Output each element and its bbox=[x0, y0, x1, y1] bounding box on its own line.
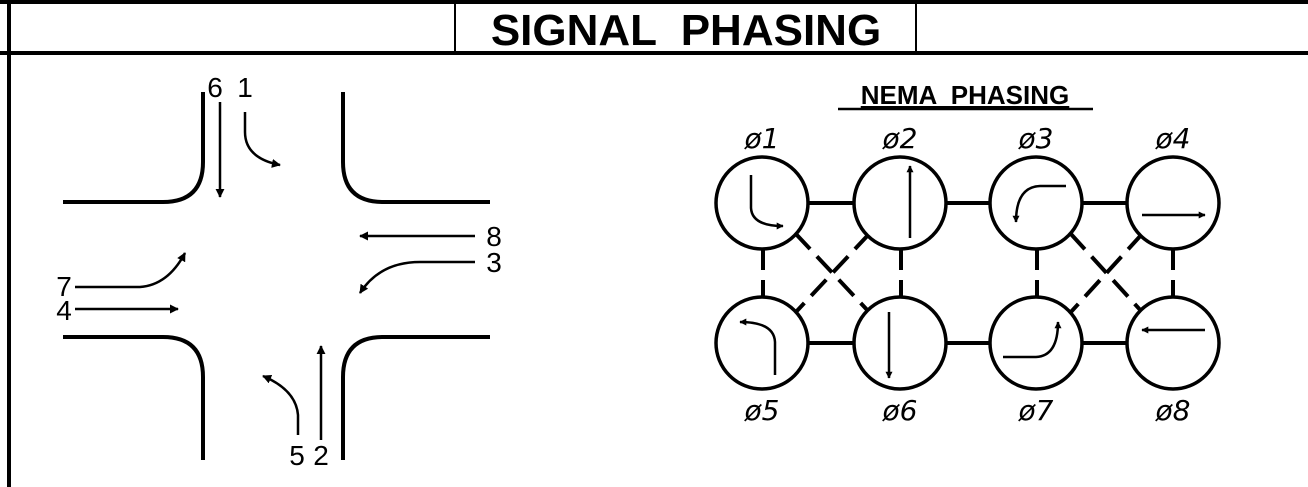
phase-circle-4 bbox=[1125, 155, 1221, 251]
nema-title: NEMA PHASING bbox=[861, 80, 1070, 110]
phase-label-7: ø7 bbox=[1018, 394, 1054, 427]
phase-1-left-turn-arrow bbox=[749, 175, 784, 230]
phase-label-3: ø3 bbox=[1018, 122, 1054, 155]
phase-label-6: ø6 bbox=[882, 394, 918, 427]
phase-7-left-turn-arrow bbox=[1003, 321, 1062, 359]
movement-number-8: 8 bbox=[486, 221, 502, 252]
phase-3-left-turn-arrow bbox=[1012, 184, 1066, 223]
phase-circle-2 bbox=[852, 155, 948, 251]
movement-number-6: 6 bbox=[207, 72, 223, 103]
phase-circle-8 bbox=[1125, 295, 1221, 391]
movement-arrows bbox=[75, 102, 475, 440]
arrow-movement-5 bbox=[262, 374, 300, 435]
movement-number-1: 1 bbox=[237, 72, 253, 103]
nema-connections bbox=[761, 201, 1175, 345]
arrow-movement-7 bbox=[75, 252, 187, 289]
movement-number-2: 2 bbox=[313, 440, 329, 471]
movement-number-5: 5 bbox=[289, 440, 305, 471]
movement-number-4: 4 bbox=[56, 295, 72, 326]
phase-label-8: ø8 bbox=[1155, 394, 1191, 427]
phase-circle-1 bbox=[714, 155, 810, 251]
phase-circle-3 bbox=[988, 155, 1084, 251]
phase-5-left-turn-arrow bbox=[739, 318, 777, 375]
movement-number-3: 3 bbox=[486, 247, 502, 278]
phase-label-1: ø1 bbox=[744, 122, 780, 155]
phase-circle-5 bbox=[714, 295, 810, 391]
arrow-movement-1 bbox=[243, 112, 281, 168]
phase-label-5: ø5 bbox=[744, 394, 780, 427]
phase-label-4: ø4 bbox=[1155, 122, 1191, 155]
phase-circle-7 bbox=[988, 295, 1084, 391]
arrow-movement-3 bbox=[358, 260, 475, 294]
phase-label-2: ø2 bbox=[882, 122, 918, 155]
phase-circle-6 bbox=[852, 295, 948, 391]
intersection-curbs bbox=[63, 92, 490, 460]
page-title: SIGNAL PHASING bbox=[491, 6, 881, 55]
movement-number-7: 7 bbox=[56, 271, 72, 302]
phase-arrows bbox=[739, 165, 1206, 379]
